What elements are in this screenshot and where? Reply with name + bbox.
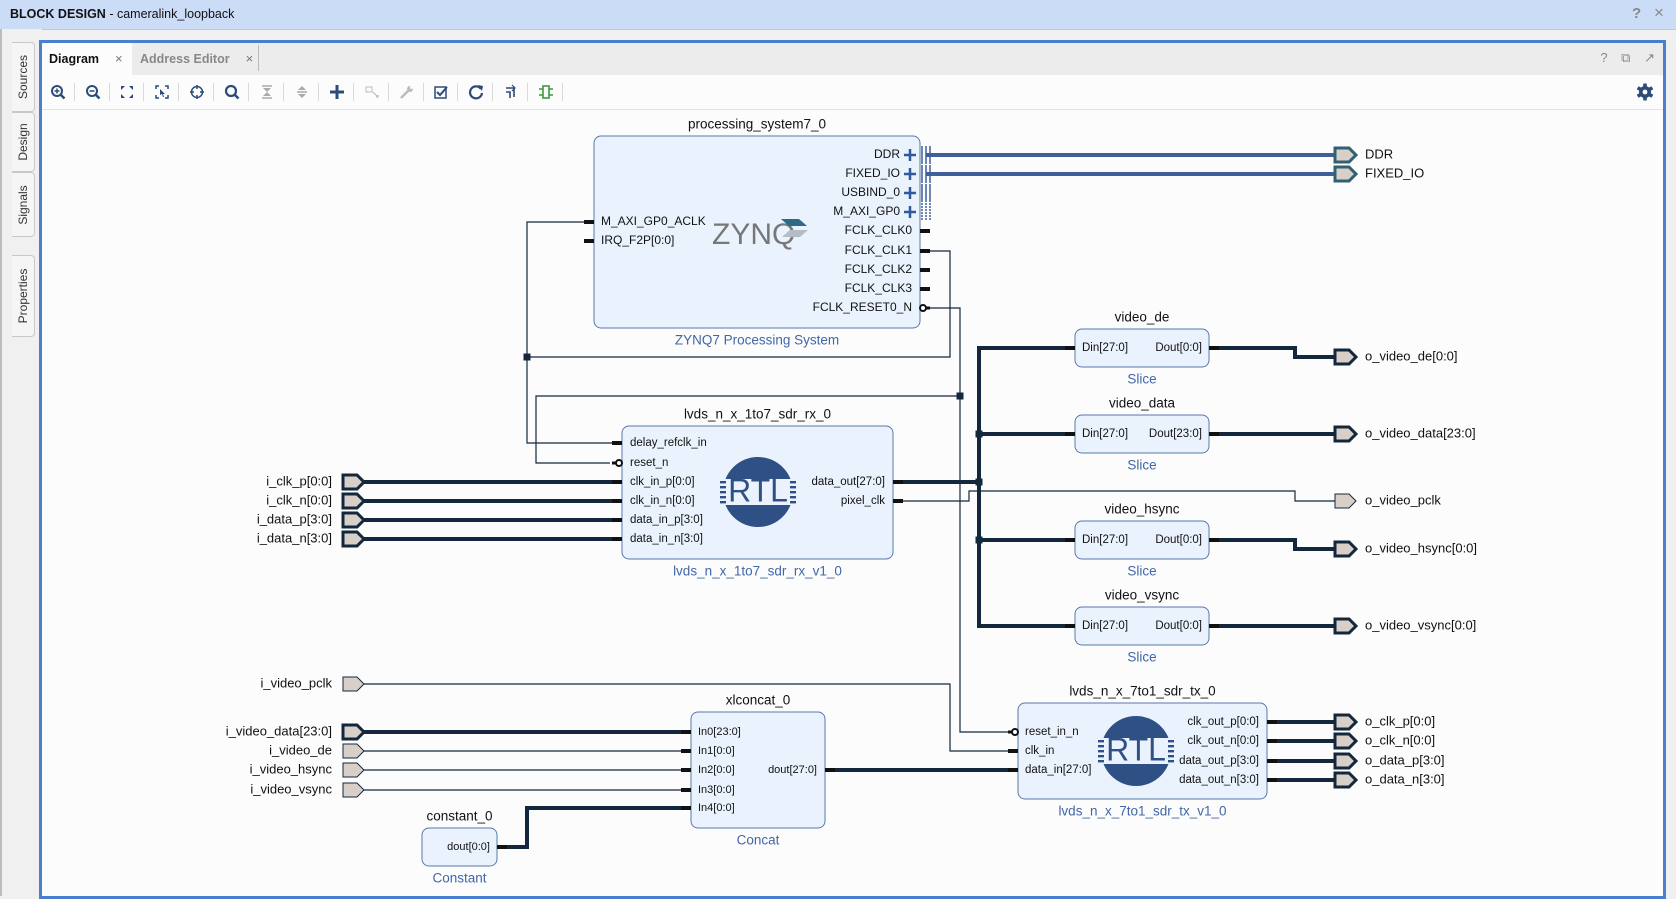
restore-icon[interactable]: ⧉	[1621, 50, 1631, 65]
toolbar-divider	[178, 83, 179, 101]
side-tab-label: Design	[16, 123, 30, 161]
side-tab-label: Properties	[16, 268, 30, 324]
side-tab-signals[interactable]: Signals	[12, 172, 35, 237]
tab-divider	[258, 45, 259, 71]
make-external-icon	[365, 86, 379, 98]
zoom-in-button[interactable]	[48, 82, 68, 102]
regenerate-layout-button[interactable]	[466, 82, 486, 102]
refresh-icon	[468, 85, 484, 100]
toolbar-divider	[492, 83, 493, 101]
collapse-icon	[262, 85, 272, 99]
routing-icon	[506, 84, 516, 98]
search-icon	[224, 84, 240, 100]
toolbar	[42, 75, 1663, 110]
window-title: BLOCK DESIGN - cameralink_loopback	[10, 7, 234, 21]
center-button[interactable]	[187, 82, 207, 102]
expand-all-button[interactable]	[292, 82, 312, 102]
settings-button[interactable]	[1635, 82, 1655, 102]
search-button[interactable]	[222, 82, 242, 102]
zoom-out-button[interactable]	[83, 82, 103, 102]
toolbar-divider	[388, 83, 389, 101]
close-tab-icon[interactable]: ×	[245, 51, 254, 66]
crosshair-icon	[190, 85, 204, 99]
window-titlebar: BLOCK DESIGN - cameralink_loopback ? ×	[0, 0, 1676, 30]
side-tab-sources[interactable]: Sources	[12, 42, 35, 112]
collapse-all-button[interactable]	[257, 82, 277, 102]
customize-button[interactable]	[397, 82, 417, 102]
toolbar-divider	[213, 83, 214, 101]
panel-help-icon[interactable]: ?	[1600, 50, 1608, 65]
title-rest: - cameralink_loopback	[105, 7, 235, 21]
toolbar-divider	[109, 83, 110, 101]
title-bold: BLOCK DESIGN	[10, 7, 106, 21]
plus-icon	[330, 85, 344, 99]
validate-icon	[434, 86, 448, 99]
side-tab-design[interactable]: Design	[12, 112, 35, 172]
tab-address-editor[interactable]: Address Editor ×	[134, 43, 258, 75]
validate-button[interactable]	[431, 82, 451, 102]
gear-icon	[1636, 83, 1654, 101]
toolbar-divider	[248, 83, 249, 101]
wrench-icon	[400, 86, 413, 99]
debug-button[interactable]	[536, 82, 556, 102]
toolbar-divider	[74, 83, 75, 101]
zoom-area-icon	[155, 85, 169, 99]
zoom-out-icon	[86, 85, 101, 100]
zoom-fit-button[interactable]	[117, 82, 137, 102]
add-ip-button[interactable]	[327, 82, 347, 102]
close-tab-icon[interactable]: ×	[115, 51, 123, 66]
side-tab-label: Signals	[16, 184, 30, 225]
tab-row: Diagram × Address Editor × ? ⧉ ↗	[42, 43, 1663, 75]
toolbar-divider	[562, 83, 563, 101]
toolbar-divider	[423, 83, 424, 101]
tab-label: Address Editor	[140, 52, 230, 66]
toolbar-divider	[353, 83, 354, 101]
side-tab-properties[interactable]: Properties	[12, 255, 35, 337]
make-external-button[interactable]	[362, 82, 382, 102]
help-icon[interactable]: ?	[1632, 5, 1642, 22]
optimize-routing-button[interactable]	[501, 82, 521, 102]
side-tab-label: Sources	[16, 54, 30, 100]
diagram-panel: Diagram × Address Editor × ? ⧉ ↗	[39, 40, 1666, 899]
tab-label: Diagram	[49, 52, 100, 66]
close-icon[interactable]: ×	[1654, 3, 1664, 22]
tab-diagram[interactable]: Diagram ×	[42, 43, 132, 75]
panel-controls: ? ⧉ ↗	[1590, 50, 1655, 66]
zoom-area-button[interactable]	[152, 82, 172, 102]
zoom-fit-icon	[121, 86, 133, 98]
toolbar-divider	[527, 83, 528, 101]
float-icon[interactable]: ↗	[1644, 50, 1655, 65]
expand-icon	[297, 86, 307, 98]
toolbar-divider	[143, 83, 144, 101]
toolbar-divider	[283, 83, 284, 101]
side-tab-bar: Sources Design Signals Properties	[0, 29, 42, 896]
zoom-in-icon	[51, 85, 66, 100]
toolbar-divider	[318, 83, 319, 101]
toolbar-divider	[457, 83, 458, 101]
debug-icon	[539, 85, 553, 99]
